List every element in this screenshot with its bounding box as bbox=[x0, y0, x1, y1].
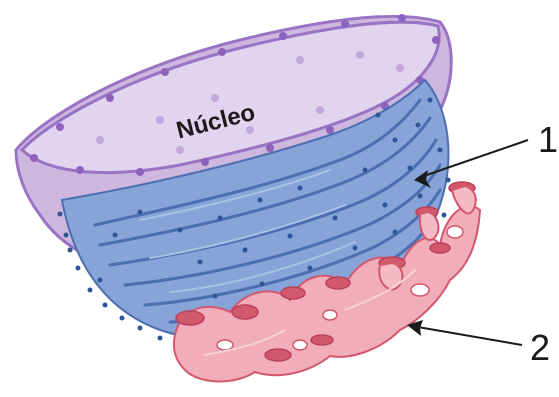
callout-2-arrow-line bbox=[412, 326, 522, 345]
callout-2-number: 2 bbox=[530, 327, 550, 368]
callout-1-number: 1 bbox=[538, 119, 558, 160]
callout-2: 2 bbox=[407, 320, 550, 368]
